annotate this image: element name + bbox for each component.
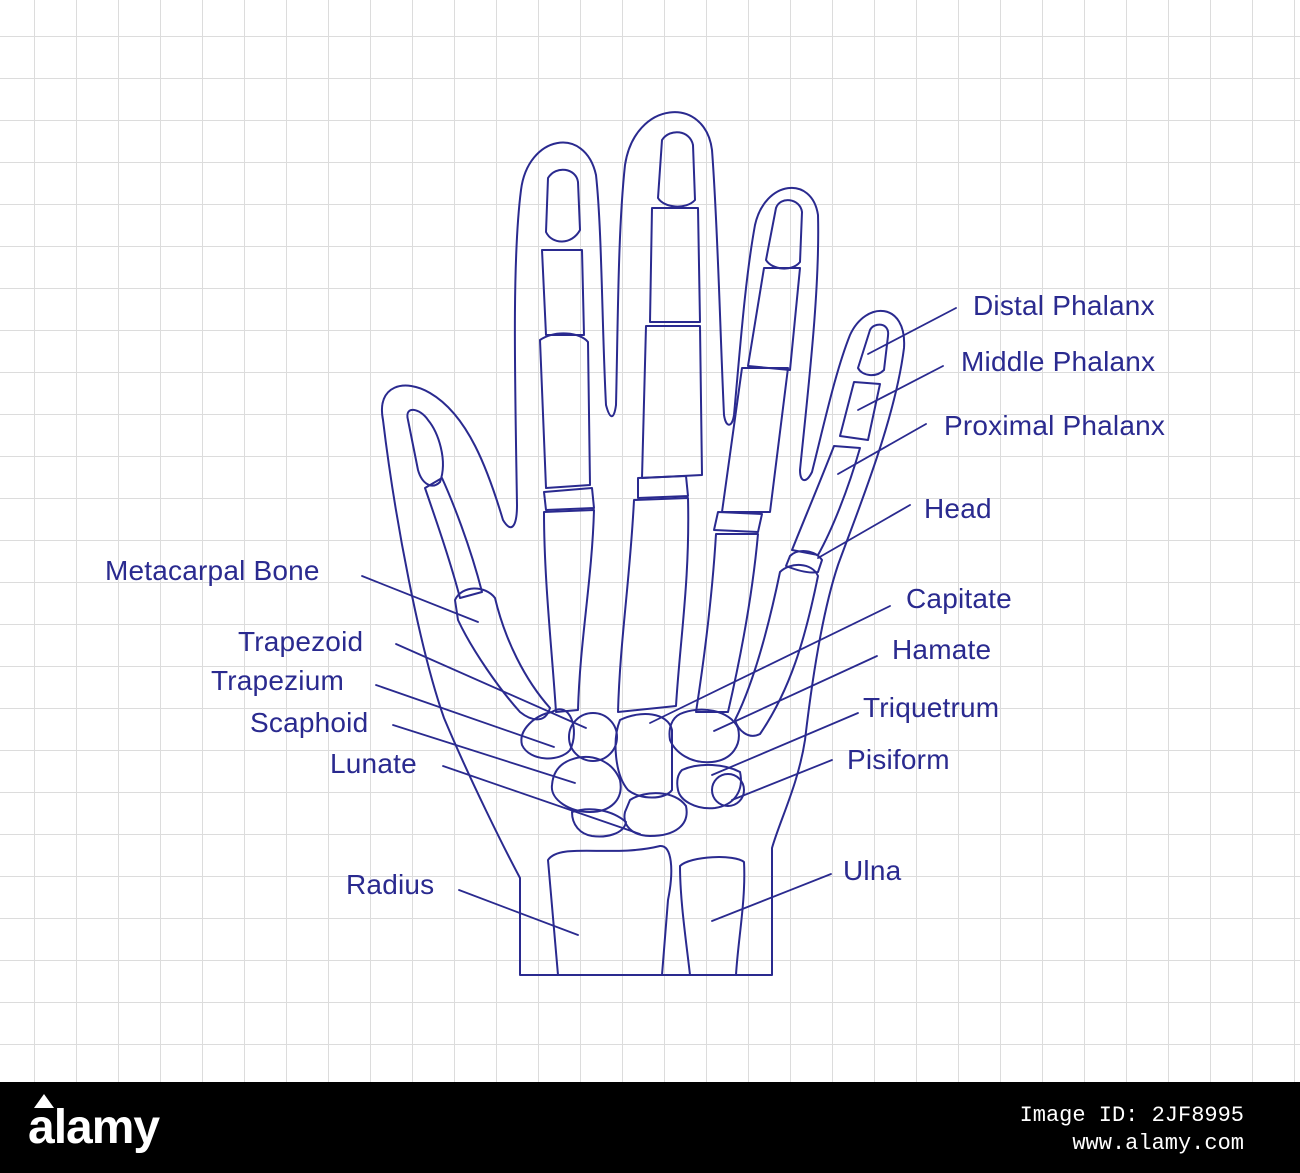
hand-anatomy-diagram: Distal Phalanx Middle Phalanx Proximal P…: [0, 0, 1300, 1082]
hand-outline: [380, 111, 906, 976]
label-capitate: Capitate: [906, 583, 1012, 614]
label-distal-phalanx: Distal Phalanx: [973, 290, 1155, 321]
label-pisiform: Pisiform: [847, 744, 950, 775]
alamy-logo: alamy: [28, 1101, 160, 1154]
label-lunate: Lunate: [330, 748, 417, 779]
label-trapezoid: Trapezoid: [238, 626, 364, 657]
label-radius: Radius: [346, 869, 435, 900]
label-middle-phalanx: Middle Phalanx: [961, 346, 1156, 377]
footer-meta: Image ID: 2JF8995 www.alamy.com: [1020, 1102, 1244, 1158]
alamy-logo-mark-icon: [34, 1094, 54, 1108]
label-hamate: Hamate: [892, 634, 992, 665]
hand-skeleton-drawing: [361, 111, 957, 976]
label-trapezium: Trapezium: [211, 665, 345, 696]
label-proximal-phalanx: Proximal Phalanx: [944, 410, 1166, 441]
label-head: Head: [924, 493, 992, 524]
label-ulna: Ulna: [843, 855, 902, 886]
label-triquetrum: Triquetrum: [863, 692, 1000, 723]
label-metacarpal-bone: Metacarpal Bone: [105, 555, 320, 586]
label-scaphoid: Scaphoid: [250, 707, 369, 738]
stock-footer-bar: alamy Image ID: 2JF8995 www.alamy.com: [0, 1082, 1300, 1173]
image-id-text: Image ID: 2JF8995: [1019, 1103, 1244, 1128]
site-url-text: www.alamy.com: [1072, 1131, 1244, 1156]
